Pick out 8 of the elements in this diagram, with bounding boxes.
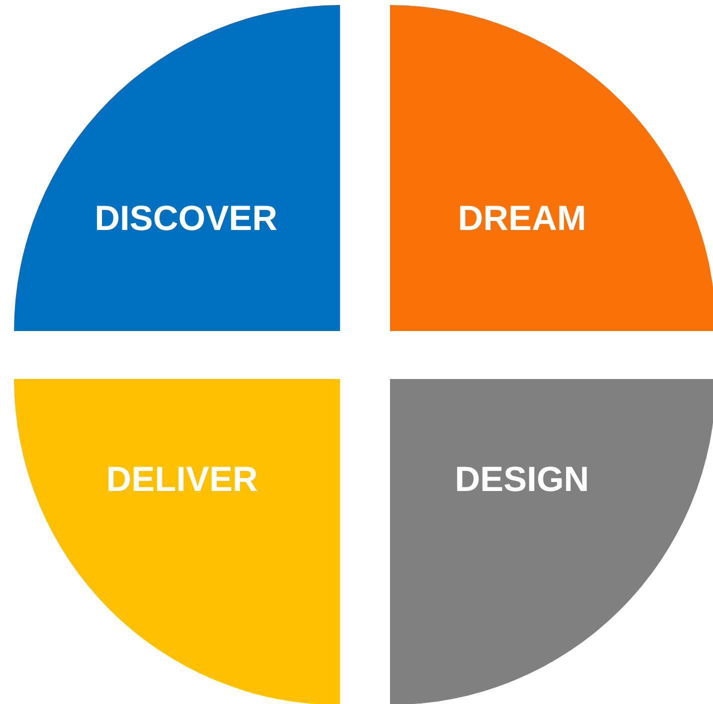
segment-label: DESIGN [454, 460, 590, 500]
segment-label: DISCOVER [94, 199, 278, 239]
quadrant-segment [14, 379, 340, 704]
quadrant-segment [390, 5, 713, 331]
quadrant-segment [390, 379, 713, 704]
quadrant-segment [14, 5, 340, 331]
segment-label: DREAM [458, 199, 586, 239]
segment-label: DELIVER [106, 460, 258, 500]
